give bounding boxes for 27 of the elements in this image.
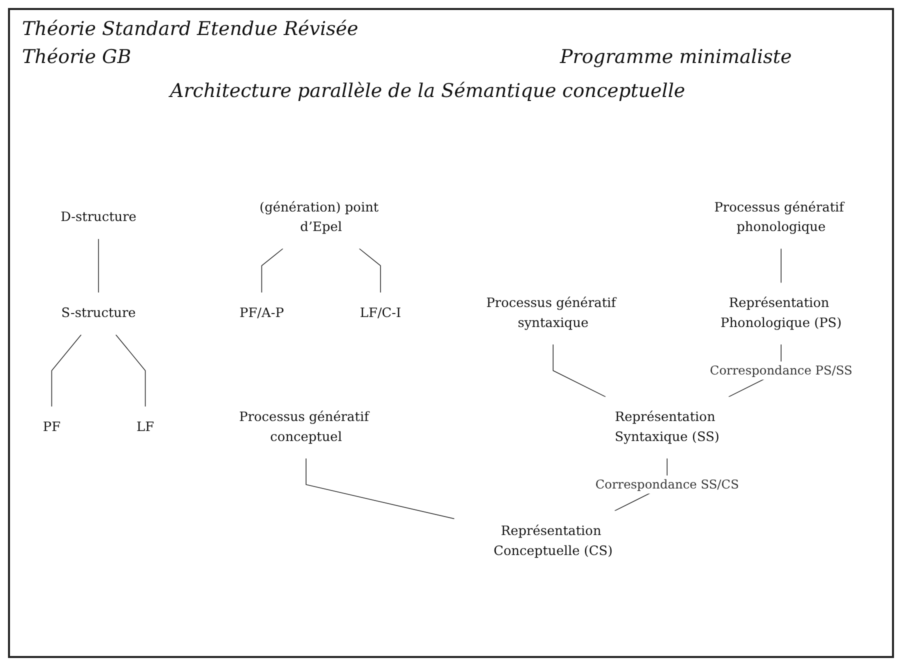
connector — [780, 248, 782, 284]
node-text: S-structure — [61, 306, 136, 321]
heading-text: Théorie Standard Etendue Révisée — [22, 18, 358, 40]
node-text: Représentation Conceptuelle (CS) — [494, 524, 613, 559]
node-text: LF/C-I — [360, 306, 402, 321]
connector — [98, 238, 99, 294]
node-text: Représentation Syntaxique (SS) — [614, 410, 720, 445]
connector — [552, 344, 606, 398]
edge-label: Correspondance PS/SS — [710, 363, 852, 378]
node-text: Processus génératif phonologique — [714, 200, 844, 235]
edge-label: Correspondance SS/CS — [595, 477, 739, 492]
connector — [51, 334, 82, 408]
node-text: Processus génératif syntaxique — [486, 296, 616, 331]
heading-text: Architecture parallèle de la Sémantique conceptuelle — [170, 80, 686, 102]
node-text: LF — [136, 420, 154, 435]
node-text: PF/A-P — [240, 306, 284, 321]
connector — [261, 248, 284, 294]
node-text: PF — [42, 420, 61, 435]
connector — [306, 458, 455, 520]
node-text: Représentation Phonologique (PS) — [720, 296, 842, 331]
heading-text: Théorie GB — [22, 46, 132, 68]
heading-text: Programme minimaliste — [560, 46, 792, 68]
node-text: (génération) point d’Epel — [260, 200, 379, 235]
connector — [115, 334, 146, 408]
node-text: Processus génératif conceptuel — [239, 410, 369, 445]
connector — [358, 248, 381, 294]
node-text: D-structure — [60, 210, 136, 226]
